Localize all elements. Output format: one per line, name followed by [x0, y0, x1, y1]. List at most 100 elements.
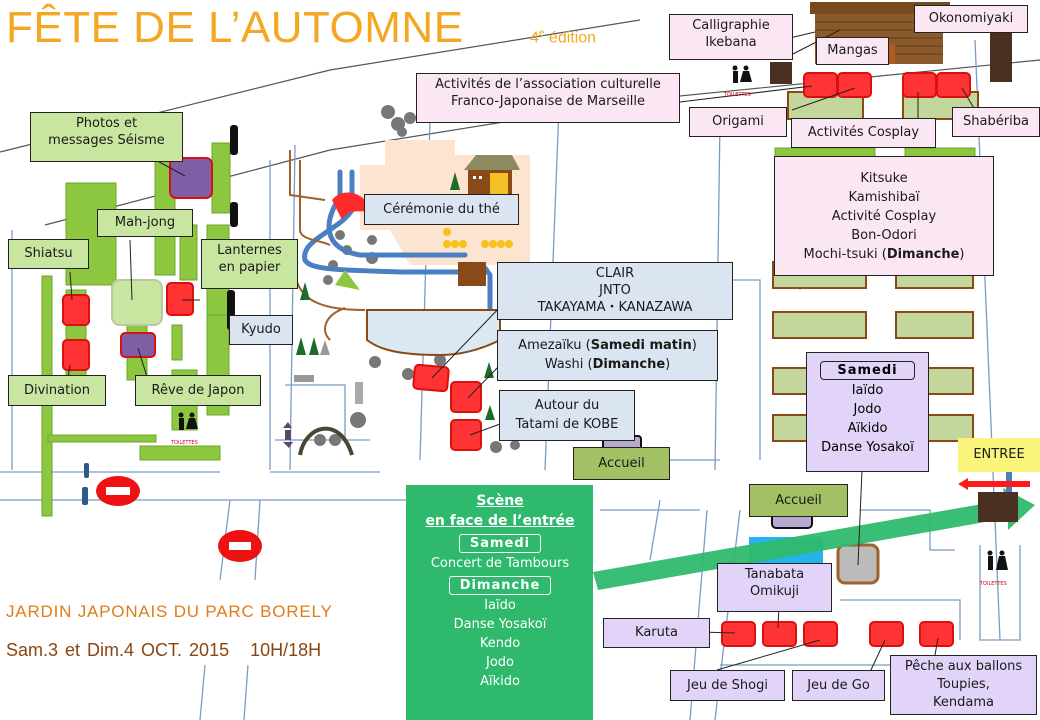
label-amezaiku-washi[interactable]: Amezaïku (Samedi matin) Washi (Dimanche): [497, 330, 718, 381]
label-accueil-2[interactable]: Accueil: [749, 484, 848, 517]
label-kitsuke-group[interactable]: Kitsuke Kamishibaï Activité Cosplay Bon-…: [774, 156, 994, 276]
mochi-text: Mochi-tsuki (: [803, 247, 887, 262]
samedi-item: Aïkido: [847, 421, 888, 436]
label-origami[interactable]: Origami: [689, 107, 787, 137]
label-line: Pêche aux ballons: [904, 659, 1023, 674]
stone-bench: [294, 375, 314, 382]
label-line-mochi: Mochi-tsuki (Dimanche): [779, 245, 989, 264]
label-line: Autour du: [534, 398, 600, 413]
mochi-end: ): [959, 247, 965, 262]
label-line: en papier: [218, 260, 281, 275]
scene-sunday-item: Kendo: [479, 636, 521, 651]
amezaiku-text: Amezaïku (: [518, 338, 591, 353]
label-activites-cosplay[interactable]: Activités Cosplay: [791, 118, 936, 148]
label-line: Kamishibaï: [848, 190, 920, 205]
label-okonomiyaki[interactable]: Okonomiyaki: [914, 5, 1028, 33]
label-peche-toupies-kendama[interactable]: Pêche aux ballons Toupies, Kendama: [890, 655, 1037, 715]
label-calligraphie-ikebana[interactable]: Calligraphie Ikebana: [669, 14, 793, 60]
scene-sunday-badge: Dimanche: [448, 576, 552, 595]
stone-lantern: [283, 422, 293, 448]
label-kyudo[interactable]: Kyudo: [229, 315, 293, 345]
toilets-icon: [178, 65, 1008, 570]
samedi-day-badge: Samedi: [820, 361, 915, 380]
trees: [296, 172, 495, 420]
edition-text: édition: [544, 29, 597, 47]
label-photos-seisme[interactable]: Photos et messages Séisme: [30, 112, 183, 162]
entrance-gate: [978, 492, 1018, 522]
scene-program-box[interactable]: Scène en face de l’entrée Samedi Concert…: [407, 485, 593, 720]
scene-saturday-item: Concert de Tambours: [430, 556, 570, 571]
washi-end: ): [665, 357, 671, 372]
wooden-bridge: [458, 262, 486, 286]
label-association-culturelle[interactable]: Activités de l’association culturelle Fr…: [416, 73, 680, 123]
label-line: Washi (Dimanche): [502, 355, 713, 374]
scene-sunday-item: Danse Yosakoï: [453, 617, 547, 632]
label-line: TAKAYAMA・KANAZAWA: [537, 300, 693, 315]
label-accueil-1[interactable]: Accueil: [573, 447, 670, 480]
label-tatami-kobe[interactable]: Autour du Tatami de KOBE: [499, 390, 635, 441]
label-line: Tatami de KOBE: [515, 417, 619, 432]
scene-sunday-item: Jodo: [486, 655, 514, 670]
lanterns-yellow: [443, 228, 513, 248]
label-clair-jnto[interactable]: CLAIR JNTO TAKAYAMA・KANAZAWA: [497, 262, 733, 320]
label-line: Kitsuke: [860, 171, 908, 186]
pond: [366, 309, 501, 357]
label-line: Amezaïku (Samedi matin): [502, 336, 713, 355]
scene-sunday-item: Iaïdo: [484, 598, 516, 613]
samedi-item: Danse Yosakoï: [821, 440, 914, 455]
edition-number: 4: [530, 29, 539, 47]
toilets-label: TOILETTES: [171, 440, 198, 446]
label-line: Activités de l’association culturelle: [435, 77, 661, 92]
samedi-item: Iaïdo: [851, 383, 884, 398]
label-karuta[interactable]: Karuta: [603, 618, 710, 648]
label-tanabata-omikuji[interactable]: Tanabata Omikuji: [717, 563, 832, 612]
label-ceremonie-du-the[interactable]: Cérémonie du thé: [364, 194, 519, 225]
washi-day: Dimanche: [592, 357, 666, 372]
label-divination[interactable]: Divination: [8, 375, 106, 406]
label-line: Franco-Japonaise de Marseille: [450, 94, 646, 109]
green-patch: [335, 270, 360, 290]
scene-arrow: [593, 488, 1035, 590]
venue-name: JARDIN JAPONAIS DU PARC BORELY: [6, 602, 333, 621]
label-line: Omikuji: [749, 584, 800, 599]
label-line: Bon-Odori: [851, 228, 917, 243]
label-shiatsu[interactable]: Shiatsu: [8, 239, 89, 269]
top-right-stands: [803, 72, 971, 98]
label-mahjong[interactable]: Mah-jong: [97, 209, 193, 237]
label-line: Toupies,: [937, 677, 990, 692]
page-title: FÊTE DE L’AUTOMNE: [6, 3, 464, 52]
left-stands: [62, 157, 213, 371]
event-dates: Sam.3 et Dim.4 OCT. 2015 10H/18H: [6, 640, 322, 660]
washi-text: Washi (: [544, 357, 593, 372]
label-line: Activité Cosplay: [831, 209, 937, 224]
label-line: Ikebana: [705, 35, 757, 50]
samedi-program-box[interactable]: Samedi Iaïdo Jodo Aïkido Danse Yosakoï: [806, 352, 929, 472]
label-line: Tanabata: [744, 567, 805, 582]
label-line: messages Séisme: [48, 133, 165, 148]
exit-arrow: [958, 478, 1030, 490]
label-mangas[interactable]: Mangas: [816, 37, 889, 65]
toilets-label: TOILETTES: [724, 92, 751, 98]
brown-path: [289, 150, 366, 341]
edition-label: 4e édition: [530, 28, 596, 47]
toilets-label: TOILETTES: [980, 581, 1007, 587]
stone-arch: [298, 426, 354, 456]
label-line: Kendama: [933, 695, 994, 710]
amezaiku-end: ): [691, 338, 697, 353]
mahjong-area: [111, 279, 163, 326]
stone-post: [355, 382, 363, 404]
label-jeu-de-go[interactable]: Jeu de Go: [792, 670, 885, 701]
label-jeu-de-shogi[interactable]: Jeu de Shogi: [670, 670, 785, 701]
scene-sunday-item: Aïkido: [480, 674, 520, 689]
label-reve-de-japon[interactable]: Rêve de Japon: [135, 375, 261, 406]
label-line: Calligraphie: [692, 18, 770, 33]
middle-stands: [412, 363, 482, 451]
label-line: JNTO: [599, 283, 631, 298]
red-bridge: [332, 192, 368, 220]
entrance-label[interactable]: ENTREE: [958, 438, 1040, 472]
label-lanternes[interactable]: Lanternes en papier: [201, 239, 298, 289]
edition-sup: e: [538, 28, 545, 39]
scene-title: Scène: [476, 493, 524, 509]
samedi-item: Jodo: [853, 402, 882, 417]
label-shaberiba[interactable]: Shabériba: [952, 107, 1040, 137]
